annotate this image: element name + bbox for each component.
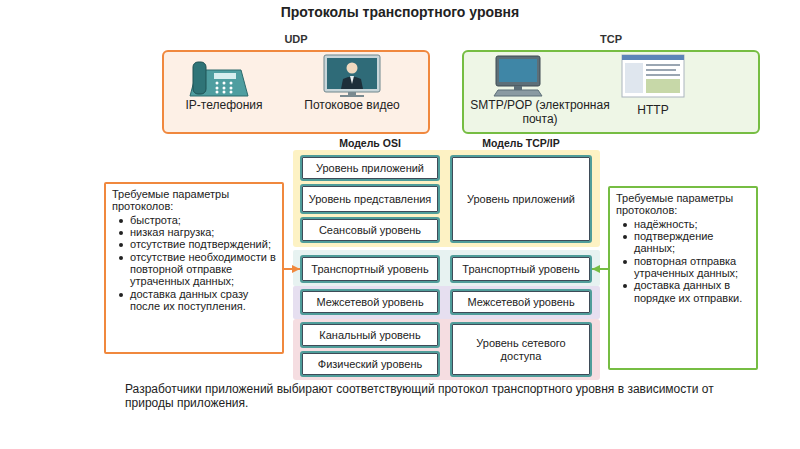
layer-name: Транспортный уровень	[311, 263, 428, 275]
computer-icon	[494, 56, 542, 96]
layer-box: Транспортный уровень	[300, 255, 440, 283]
requirements-heading: Требуемые параметры протоколов:	[112, 188, 229, 212]
person-head	[347, 63, 358, 74]
layer-box: Физический уровень	[300, 351, 440, 377]
phone-key	[223, 82, 226, 85]
ip-phone-icon	[190, 62, 248, 96]
column-heading: Модель TCP/IP	[456, 137, 586, 149]
layer-box: Уровень представления	[300, 184, 440, 214]
layer-band	[293, 250, 600, 286]
layer-band	[293, 319, 600, 380]
layer-box: Межсетевой уровень	[300, 289, 440, 315]
phone-key	[230, 87, 233, 90]
protocol-group: UDP	[162, 50, 430, 134]
requirement-item: быстрота;	[130, 214, 181, 226]
layer-band	[293, 286, 600, 319]
layer-box: Канальный уровень	[300, 322, 440, 348]
browser-icon	[622, 55, 684, 97]
monitor-stand	[348, 92, 356, 95]
keyboard	[494, 90, 542, 96]
requirements-heading: Требуемые параметры протоколов:	[616, 192, 733, 216]
column-heading: Модель OSI	[305, 137, 435, 149]
layer-box: Межсетевой уровень	[450, 289, 592, 315]
person-shirt	[350, 76, 354, 84]
browser-line	[646, 74, 680, 76]
browser-image	[646, 79, 680, 93]
requirement-item: отсутствие подтверждений;	[130, 238, 271, 250]
group-heading: TCP	[464, 33, 758, 46]
phone-key	[216, 91, 219, 94]
monitor-screen	[327, 58, 377, 89]
layer-box: Уровень сетевого доступа	[450, 322, 592, 377]
bullet-dot	[119, 219, 123, 223]
layer-name: Уровень приложений	[467, 193, 575, 205]
browser-line	[646, 64, 680, 66]
layer-name: Уровень сетевого доступа	[456, 337, 586, 362]
layer-name: Сеансовый уровень	[319, 224, 421, 236]
layer-name: Транспортный уровень	[462, 263, 579, 275]
layer-box: Уровень приложений	[450, 155, 592, 243]
bullet-dot	[119, 231, 123, 235]
requirement-item: доставка данных в порядке их отправки.	[634, 279, 742, 303]
monitor-frame	[324, 55, 380, 92]
group-heading: UDP	[164, 33, 428, 46]
video-icon	[324, 55, 380, 97]
monitor-frame	[496, 56, 540, 86]
protocol-group: TCP	[462, 50, 760, 134]
bullet-dot	[623, 235, 627, 239]
browser-bar	[622, 55, 684, 60]
layer-name: Канальный уровень	[319, 329, 420, 341]
requirement-item: подтверждение данных;	[634, 230, 713, 254]
icon-caption: Потоковое видео	[290, 99, 414, 113]
requirement-item: отсутствие необходимости в повторной отп…	[130, 251, 276, 288]
layer-name: Межсетевой уровень	[316, 296, 423, 308]
layer-box: Транспортный уровень	[450, 255, 592, 283]
monitor-screen	[499, 59, 537, 82]
layer-name: Межсетевой уровень	[467, 296, 574, 308]
layer-name: Уровень приложений	[316, 162, 424, 174]
requirement-item: надёжность;	[634, 218, 698, 230]
requirement-item: повторная отправка утраченных данных;	[634, 255, 738, 279]
phone-key	[223, 91, 226, 94]
bullet-dot	[623, 260, 627, 264]
phone-key	[216, 87, 219, 90]
phone-key	[230, 82, 233, 85]
icon-caption: IP-телефония	[169, 99, 279, 113]
layer-name: Физический уровень	[318, 358, 422, 370]
layer-name: Уровень представления	[309, 193, 432, 205]
group-fill	[462, 50, 760, 134]
browser-line	[646, 69, 676, 71]
person-body	[341, 77, 363, 90]
bullet-dot	[119, 243, 123, 247]
group-fill	[162, 50, 430, 134]
diagram-title: Протоколы транспортного уровня	[0, 4, 800, 21]
diagram-caption: Разработчики приложений выбирают соответ…	[125, 383, 725, 411]
bullet-dot	[623, 284, 627, 288]
layer-box: Сеансовый уровень	[300, 217, 440, 243]
requirement-item: доставка данных сразу после их поступлен…	[130, 288, 248, 312]
browser-sidebar	[625, 63, 643, 93]
connector-arrow	[284, 268, 300, 270]
connector-arrow	[592, 268, 608, 270]
requirements-box: Требуемые параметры протоколов: быстрота;…	[104, 182, 284, 354]
monitor-stand	[340, 95, 364, 97]
layer-band	[293, 150, 600, 247]
phone-handset	[193, 62, 206, 94]
icon-caption: HTTP	[628, 104, 678, 118]
phone-display	[214, 73, 236, 79]
phone-key	[230, 91, 233, 94]
monitor-stand	[514, 86, 522, 90]
phone-key	[223, 87, 226, 90]
requirement-item: низкая нагрузка;	[130, 226, 214, 238]
browser-window	[622, 55, 684, 97]
requirements-box: Требуемые параметры протоколов: надёжност…	[608, 186, 758, 370]
bullet-dot	[119, 256, 123, 260]
bullet-dot	[119, 293, 123, 297]
phone-key	[216, 82, 219, 85]
icon-caption: SMTP/POP (электронная почта)	[460, 99, 620, 127]
bullet-dot	[623, 223, 627, 227]
layer-box: Уровень приложений	[300, 155, 440, 181]
